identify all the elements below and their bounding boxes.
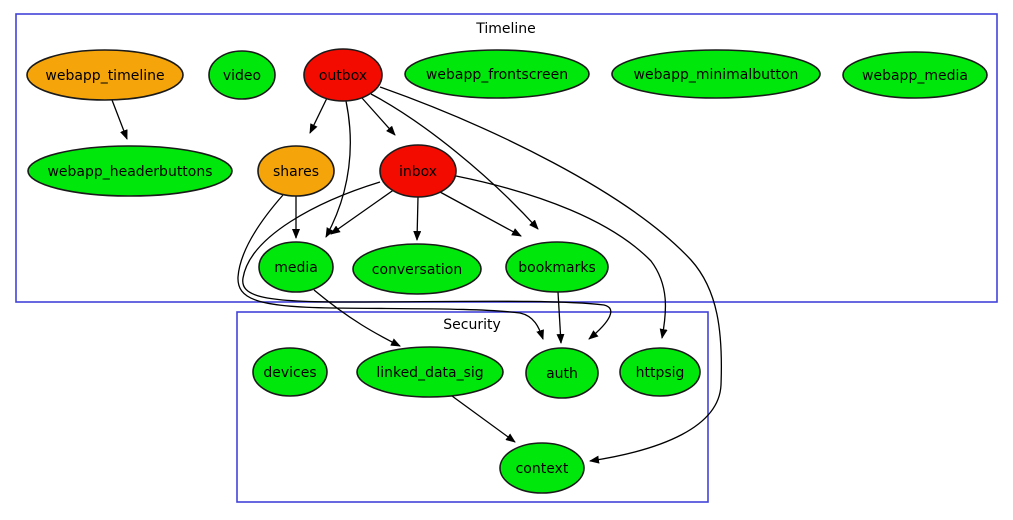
node-webapp_headerbuttons-label: webapp_headerbuttons: [47, 164, 212, 180]
node-webapp_minimalbutton: [611, 49, 821, 99]
cluster-timeline-box: [15, 13, 998, 303]
node-webapp_timeline-label: webapp_timeline: [45, 68, 164, 84]
node-video-label: video: [223, 68, 261, 84]
node-devices: [252, 347, 328, 397]
node-outbox: [303, 48, 383, 102]
edge-outbox-to-inbox: [361, 97, 396, 136]
edge-outbox-to-shares: [309, 97, 328, 134]
node-inbox-label: inbox: [399, 164, 437, 180]
edge-inbox-to-bookmarks: [439, 191, 522, 237]
node-conversation: [352, 243, 482, 295]
edge-linked_data_sig-to-context: [451, 395, 516, 443]
node-media-label: media: [274, 260, 318, 276]
edge-inbox-to-httpsig: [455, 175, 668, 339]
node-outbox-label: outbox: [319, 68, 367, 84]
node-httpsig-label: httpsig: [636, 365, 685, 381]
node-linked_data_sig-label: linked_data_sig: [376, 365, 483, 381]
node-auth: [525, 347, 599, 399]
node-webapp_frontscreen: [404, 49, 590, 99]
node-webapp_media: [842, 51, 988, 99]
node-video: [208, 50, 276, 100]
node-webapp_timeline: [26, 49, 184, 101]
edge-inbox-to-conversation: [413, 196, 422, 241]
node-shares: [257, 145, 335, 197]
node-webapp_minimalbutton-label: webapp_minimalbutton: [634, 67, 799, 83]
node-devices-label: devices: [263, 365, 316, 381]
node-auth-label: auth: [546, 366, 578, 382]
node-bookmarks: [505, 241, 609, 293]
edge-outbox-to-bookmarks: [370, 93, 539, 230]
node-shares-label: shares: [273, 164, 319, 180]
node-inbox: [379, 144, 457, 198]
cluster-security-label: Security: [443, 317, 501, 333]
node-webapp_frontscreen-label: webapp_frontscreen: [426, 67, 568, 83]
edge-inbox-to-media: [330, 188, 396, 235]
edge-media-to-linked_data_sig: [313, 289, 401, 347]
edge-bookmarks-to-auth: [556, 291, 565, 344]
node-bookmarks-label: bookmarks: [518, 260, 596, 276]
edge-outbox-to-media: [325, 100, 351, 238]
edge-webapp_timeline-to-webapp_headerbuttons: [111, 99, 128, 140]
cluster-security-box: [236, 311, 709, 503]
edge-inbox-to-auth: [242, 181, 612, 340]
node-media: [258, 241, 334, 293]
node-context-label: context: [516, 461, 569, 477]
node-conversation-label: conversation: [372, 262, 462, 278]
cluster-timeline-label: Timeline: [475, 21, 536, 37]
node-httpsig: [619, 347, 701, 397]
node-linked_data_sig: [356, 346, 504, 398]
node-webapp_media-label: webapp_media: [862, 68, 968, 84]
edge-outbox-to-context: [379, 86, 722, 464]
node-webapp_headerbuttons: [27, 145, 233, 197]
edge-shares-to-auth: [237, 194, 544, 340]
node-context: [499, 442, 585, 494]
